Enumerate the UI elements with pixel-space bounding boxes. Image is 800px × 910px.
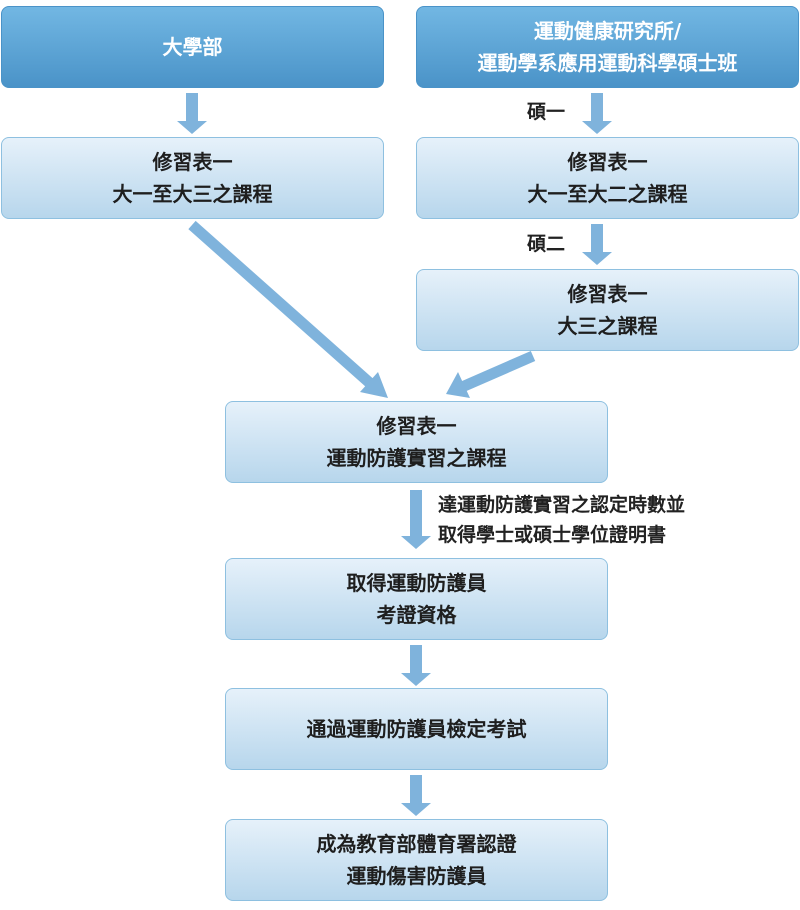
- arrow-down-icon: [401, 775, 431, 816]
- step-certified: 成為教育部體育署認證 運動傷害防護員: [225, 819, 608, 901]
- header-graduate: 運動健康研究所/ 運動學系應用運動科學碩士班: [416, 6, 799, 88]
- step-line1: 取得運動防護員: [346, 571, 487, 595]
- arrow-diagonal-head-icon: [360, 372, 388, 398]
- step-grad-courses-year1: 修習表一 大一至大二之課程: [416, 137, 799, 219]
- step-line2: 運動傷害防護員: [346, 864, 487, 888]
- step-line1: 通過運動防護員檢定考試: [306, 717, 527, 741]
- step-line2: 大一至大三之課程: [112, 182, 273, 206]
- label-requirement: 達運動防護實習之認定時數並 取得學士或碩士學位證明書: [438, 490, 685, 550]
- step-line1: 成為教育部體育署認證: [316, 832, 517, 856]
- step-line1: 修習表一: [567, 150, 648, 174]
- label-grad-year2: 碩二: [527, 233, 566, 255]
- step-line2: 運動防護實習之課程: [326, 446, 507, 470]
- arrow-down-icon: [582, 224, 612, 265]
- arrow-down-icon: [582, 93, 612, 134]
- header-undergrad-text: 大學部: [162, 35, 223, 59]
- step-internship-courses: 修習表一 運動防護實習之課程: [225, 401, 608, 483]
- step-line2: 大一至大二之課程: [527, 182, 688, 206]
- requirement-line1: 達運動防護實習之認定時數並: [438, 494, 686, 516]
- step-line1: 修習表一: [567, 282, 648, 306]
- header-graduate-line2: 運動學系應用運動科學碩士班: [477, 51, 738, 75]
- step-line1: 修習表一: [152, 150, 233, 174]
- arrow-down-icon: [401, 645, 431, 686]
- step-grad-courses-year2: 修習表一 大三之課程: [416, 269, 799, 351]
- arrow-diagonal-line: [459, 350, 536, 393]
- requirement-line2: 取得學士或碩士學位證明書: [438, 524, 667, 546]
- arrow-down-icon: [401, 490, 431, 549]
- step-line1: 修習表一: [376, 414, 457, 438]
- step-undergrad-courses: 修習表一 大一至大三之課程: [1, 137, 384, 219]
- step-exam-eligibility: 取得運動防護員 考證資格: [225, 558, 608, 640]
- arrow-diagonal-line: [188, 220, 376, 390]
- step-line2: 大三之課程: [557, 314, 658, 338]
- step-line2: 考證資格: [376, 603, 457, 627]
- arrow-down-icon: [177, 93, 207, 134]
- step-pass-exam: 通過運動防護員檢定考試: [225, 688, 608, 770]
- header-undergrad: 大學部: [1, 6, 384, 88]
- header-graduate-line1: 運動健康研究所/: [533, 19, 682, 43]
- label-grad-year1: 碩一: [527, 101, 566, 123]
- arrow-diagonal-head-icon: [446, 372, 470, 398]
